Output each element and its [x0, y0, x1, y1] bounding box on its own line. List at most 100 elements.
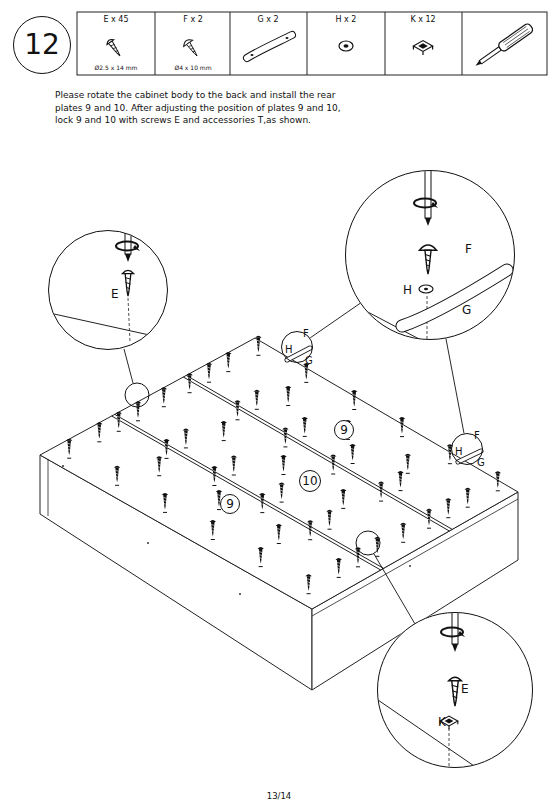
step-number: 12 [13, 16, 71, 74]
instruction-text: Please rotate the cabinet body to the ba… [55, 89, 353, 127]
screw [349, 444, 355, 464]
screw [278, 483, 284, 503]
callout-number: 9 [220, 494, 240, 514]
screw [340, 489, 346, 509]
screw [330, 455, 336, 475]
screw [254, 390, 260, 410]
parts-table [77, 12, 547, 75]
part-letter: E [111, 288, 119, 300]
leader-line [310, 303, 360, 338]
callout-number: 10 [299, 470, 321, 492]
part-letter: E [461, 683, 469, 695]
screw [162, 493, 168, 513]
detail-circle: E [48, 230, 168, 350]
clip-icon [413, 41, 432, 55]
screw [405, 454, 411, 474]
screw [276, 524, 282, 544]
part-letter: G [305, 356, 313, 366]
callout-text: 10 [302, 475, 317, 487]
part-letter: F [474, 431, 480, 441]
screw [326, 510, 332, 530]
screw [495, 471, 501, 491]
screw [302, 417, 308, 437]
detail-marker: FH G [281, 331, 313, 363]
part-letter: H [403, 284, 412, 296]
detail-view [345, 164, 507, 350]
screw [186, 373, 192, 393]
screw [400, 523, 406, 543]
part-count: F x 2 [133, 14, 253, 25]
detail-view [378, 590, 480, 770]
screw [183, 428, 189, 448]
part-letter: G [477, 458, 485, 468]
part-count: K x 12 [363, 14, 483, 25]
screw [426, 509, 432, 529]
screw [163, 439, 169, 459]
part-count: E x 45 [56, 14, 176, 25]
screw [351, 390, 357, 410]
screw [255, 336, 261, 356]
screw [399, 417, 405, 437]
screw [307, 520, 313, 540]
screw [234, 400, 240, 420]
screw [66, 439, 72, 459]
callout-text: 9 [340, 424, 348, 436]
screw [447, 444, 453, 464]
screw [96, 422, 102, 442]
part-letter: H [285, 345, 293, 355]
screw [225, 352, 231, 372]
screw [206, 363, 212, 383]
screw [116, 412, 122, 432]
part-letter: F [303, 329, 309, 339]
detail-circle: EK [377, 612, 533, 768]
leader-line [124, 349, 415, 624]
page-number: 13/14 [219, 791, 339, 803]
part-count: G x 2 [208, 14, 328, 25]
screw [378, 482, 384, 502]
detail-background [377, 612, 533, 768]
screw [135, 401, 141, 421]
screw [221, 421, 227, 441]
strap-icon [247, 35, 292, 58]
screw [156, 456, 162, 476]
screw [259, 493, 265, 512]
screw [285, 386, 291, 406]
callout-text: 9 [226, 498, 234, 510]
callout-text: 12 [24, 31, 60, 59]
screwdriver-icon [473, 23, 534, 70]
callout-number: 9 [334, 420, 354, 440]
screw [465, 488, 471, 508]
detail-view [45, 200, 172, 342]
part-dimension: Ø2.5 x 14 mm [56, 64, 176, 72]
screw [445, 498, 451, 518]
screw [210, 520, 216, 540]
hole-dots [62, 465, 411, 595]
part-letter: F [465, 243, 472, 255]
screw [211, 466, 217, 486]
screw [305, 574, 311, 594]
washer-icon [339, 41, 353, 51]
detail-marker [125, 383, 149, 407]
part-letter: K [438, 716, 446, 728]
detail-marker: F H G [451, 433, 483, 465]
screw [282, 427, 288, 447]
detail-marker [356, 531, 380, 555]
screw [336, 558, 342, 578]
detail-background [48, 230, 168, 350]
screw [258, 547, 264, 567]
screw-icon [106, 38, 124, 59]
screw-icon [182, 38, 202, 60]
part-count: H x 2 [286, 14, 406, 25]
leader-line [446, 338, 464, 433]
screw [161, 387, 167, 407]
screw [114, 466, 120, 486]
screw-group [66, 336, 501, 594]
part-letter: H [455, 447, 463, 457]
part-dimension: Ø4 x 10 mm [133, 64, 253, 72]
part-letter: G [462, 304, 471, 316]
screw [280, 455, 286, 475]
screw [397, 471, 403, 491]
screw [231, 456, 237, 476]
